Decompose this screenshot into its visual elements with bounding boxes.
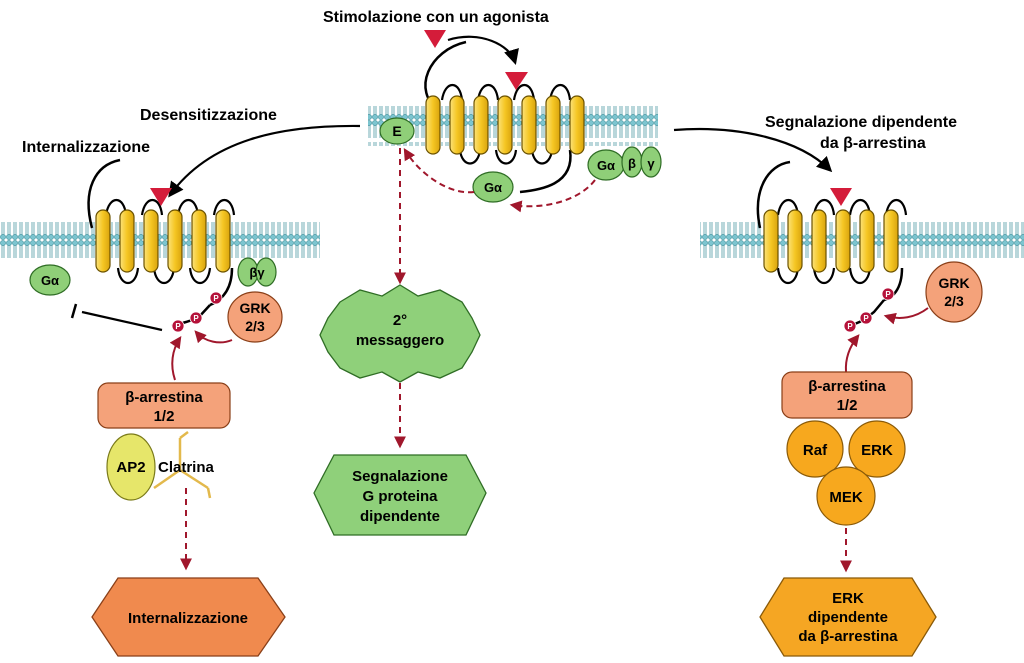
raf-label: Raf <box>803 442 828 459</box>
arrestin-left-line2: 1/2 <box>154 408 175 425</box>
stimulation-arrow <box>447 35 519 65</box>
internalization-shape <box>91 577 286 657</box>
arrestin-right-line2: 1/2 <box>837 397 858 414</box>
g-protein-signaling-line3: dipendente <box>360 508 440 525</box>
dashed-arrow-trimer-to-galpha <box>509 179 596 213</box>
erk-outcome-line1: ERK <box>832 590 864 607</box>
agonist-left <box>150 188 172 206</box>
beta-gamma-left-g <box>255 257 277 287</box>
arrestin-right <box>781 371 913 419</box>
phospho-left-2-label: P <box>193 314 199 323</box>
effector-e-label: E <box>392 123 401 139</box>
arrestin-left <box>97 382 231 429</box>
arrestin-right-arrow <box>844 334 860 373</box>
clathrin-label: Clatrina <box>158 459 215 476</box>
grk-left-arrow <box>194 330 233 344</box>
grk-right <box>925 261 983 323</box>
membrane-left <box>0 222 320 262</box>
dashed-arrow-galpha-to-effector <box>403 147 475 194</box>
phospho-right-2-label: P <box>863 314 869 323</box>
grk-right-arrow <box>883 307 929 325</box>
agonist-ligand <box>424 30 446 48</box>
grk-left <box>227 291 283 343</box>
grk-left-line2: 2/3 <box>245 318 265 334</box>
erk-label: ERK <box>861 442 893 459</box>
receptor-right <box>756 160 908 328</box>
agonist-right <box>830 188 852 206</box>
g-alpha-left <box>29 264 71 296</box>
stimulation-label: Stimolazione con un agonista <box>323 9 549 26</box>
arrestin-signaling-arrow <box>673 127 833 173</box>
clathrin-triskelion <box>153 431 212 499</box>
g-protein-signaling-line2: G proteina <box>362 488 438 505</box>
internalization-outcome-label: Internalizzazione <box>128 610 248 627</box>
phospho-right-1-label: P <box>885 290 891 299</box>
desensitization-arrow <box>168 124 361 198</box>
erk <box>848 420 906 478</box>
phospho-right-1 <box>881 287 895 301</box>
phospho-left-3-label: P <box>175 322 181 331</box>
g-alpha-center-label: Gα <box>484 180 502 195</box>
inhibition-line <box>81 310 163 332</box>
beta-gamma-left-label: βγ <box>249 265 265 280</box>
inhibition-bar <box>70 303 78 319</box>
mek <box>816 466 876 526</box>
ap2-label: AP2 <box>116 459 145 476</box>
membrane-center <box>368 106 658 146</box>
erk-outcome-line2: dipendente <box>808 609 888 626</box>
g-protein-signaling-shape <box>313 454 487 536</box>
g-protein-signaling-line1: Segnalazione <box>352 468 448 485</box>
effector-e <box>379 117 415 145</box>
raf <box>786 420 844 478</box>
grk-right-line1: GRK <box>938 275 969 291</box>
arrestin-left-arrow <box>169 336 182 381</box>
grk-left-line1: GRK <box>239 300 270 316</box>
receptor-left <box>87 158 236 328</box>
second-messenger-shape <box>319 284 481 383</box>
receptor-center <box>424 40 585 194</box>
g-beta-label: β <box>628 156 636 171</box>
mek-label: MEK <box>829 489 863 506</box>
erk-outcome-shape <box>759 577 937 657</box>
second-messenger-line2: messaggero <box>356 332 444 349</box>
grk-right-line2: 2/3 <box>944 293 964 309</box>
erk-outcome-line3: da β-arrestina <box>798 628 898 645</box>
desensitization-label: Desensitizzazione <box>140 107 277 124</box>
ap2 <box>106 433 156 501</box>
phospho-right-3 <box>843 319 857 333</box>
phospho-right-3-label: P <box>847 322 853 331</box>
arrestin-signaling-line1: Segnalazione dipendente <box>765 114 957 131</box>
arrestin-left-line1: β-arrestina <box>125 389 203 406</box>
arrestin-right-line1: β-arrestina <box>808 378 886 395</box>
phospho-left-1 <box>209 291 223 305</box>
phospho-left-2 <box>189 311 203 325</box>
g-alpha-center <box>472 171 514 203</box>
g-protein-trimer: Gα β γ <box>587 146 662 181</box>
internalization-top-label: Internalizzazione <box>22 139 150 156</box>
phospho-left-3 <box>171 319 185 333</box>
agonist-bound <box>505 72 528 90</box>
g-alpha-left-label: Gα <box>41 273 59 288</box>
phospho-left-1-label: P <box>213 294 219 303</box>
g-gamma-label: γ <box>647 156 655 171</box>
second-messenger-line1: 2° <box>393 312 407 329</box>
g-alpha-trimer-label: Gα <box>597 158 615 173</box>
arrestin-signaling-line2: da β-arrestina <box>820 135 926 152</box>
phospho-right-2 <box>859 311 873 325</box>
